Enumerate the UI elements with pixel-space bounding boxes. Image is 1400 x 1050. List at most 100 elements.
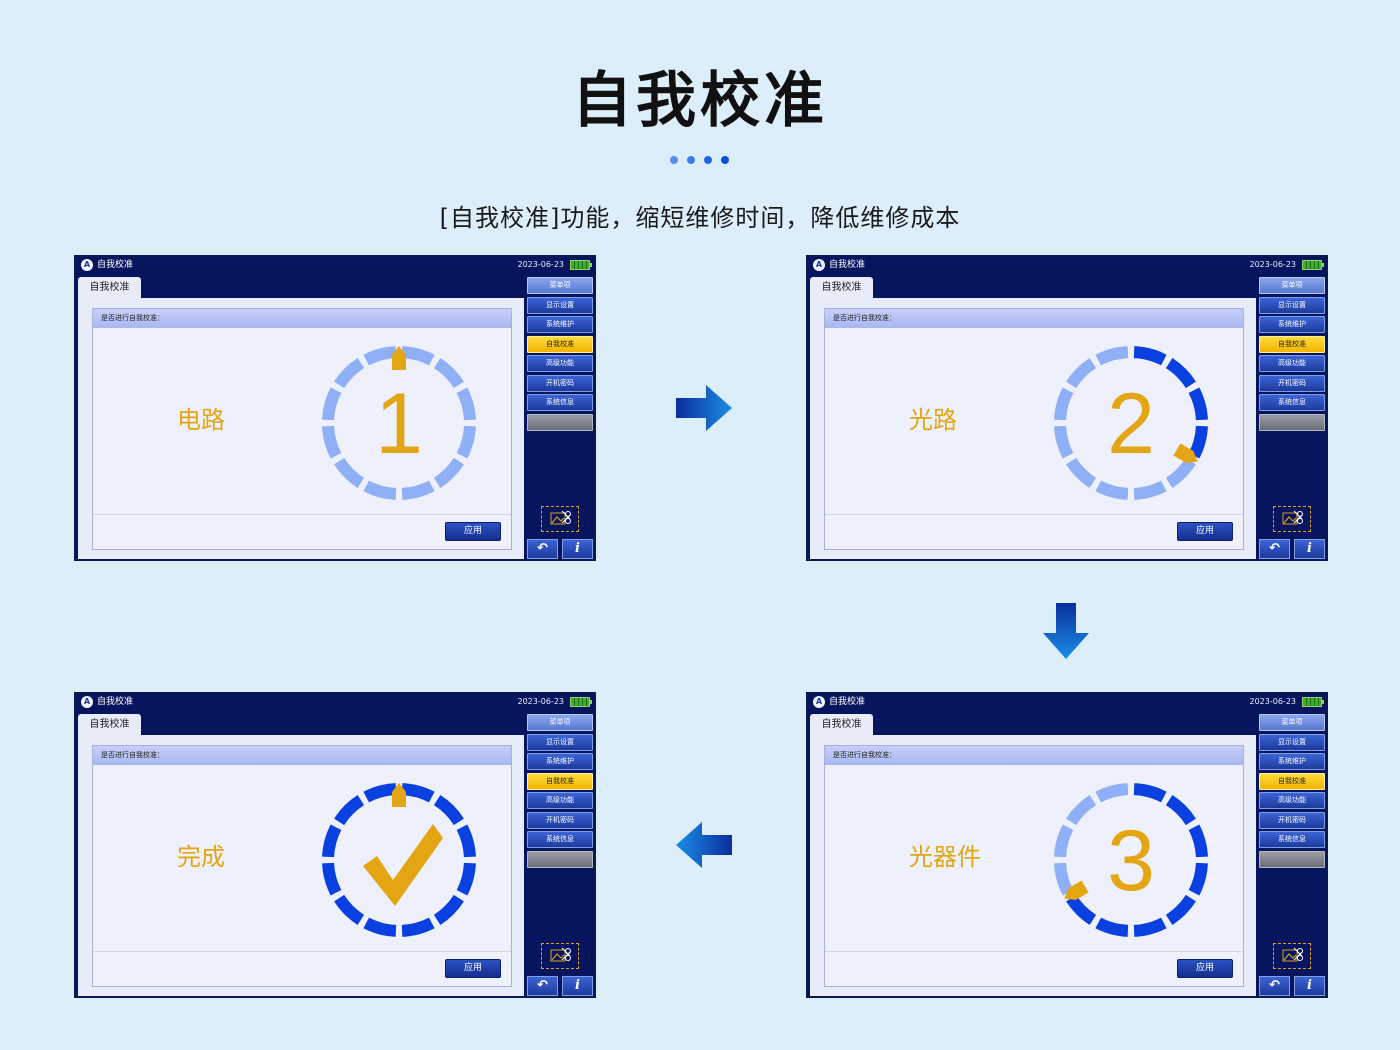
calibration-dialog: 是否进行自我校准： 完成 应用 — [92, 745, 512, 987]
ring-segment — [334, 358, 365, 389]
ring-segment — [1066, 358, 1097, 389]
calibration-screen-step-2: A 自我校准 2023-06-23 自我校准 是否进行自我校准： 光路 2 应用… — [806, 255, 1328, 561]
ring-segment — [433, 795, 464, 826]
title-bar: A 自我校准 2023-06-23 — [808, 694, 1326, 710]
arrow-left-icon — [676, 822, 732, 868]
image-edit-icon[interactable] — [541, 943, 579, 969]
undo-icon[interactable]: ↶ — [1259, 976, 1290, 996]
ring-segment — [1133, 917, 1167, 937]
menu-item[interactable]: 系统信息 — [527, 831, 593, 848]
menu-item[interactable]: 显示设置 — [527, 733, 593, 751]
menu-header[interactable]: 菜单项 — [527, 277, 593, 294]
menu-header[interactable]: 菜单项 — [1259, 277, 1325, 294]
menu-item[interactable]: 系统维护 — [527, 316, 593, 333]
info-icon[interactable]: i — [1294, 976, 1325, 996]
battery-icon — [1302, 697, 1324, 707]
window-title: 自我校准 — [829, 260, 866, 270]
apply-button[interactable]: 应用 — [445, 959, 501, 978]
ring-segment — [1188, 387, 1208, 421]
ring-segment — [433, 894, 464, 925]
app-logo-icon: A — [81, 696, 93, 708]
divider-dot — [670, 156, 678, 164]
menu-item[interactable]: 显示设置 — [1259, 296, 1325, 314]
page-title: 自我校准 — [572, 66, 828, 136]
battery-icon — [570, 260, 592, 270]
dialog-title: 是否进行自我校准： — [93, 746, 511, 765]
content-area: 是否进行自我校准： 完成 应用 — [78, 735, 524, 996]
progress-pointer-icon — [392, 346, 406, 370]
calibration-screen-step-3: A 自我校准 2023-06-23 自我校准 是否进行自我校准： 光器件 3 应… — [806, 692, 1328, 998]
info-icon[interactable]: i — [562, 976, 593, 996]
menu-item-empty — [527, 413, 593, 431]
ring-segment — [1095, 346, 1129, 366]
ring-segment — [1066, 894, 1097, 925]
menu-header[interactable]: 菜单项 — [527, 714, 593, 731]
ring-segment — [456, 425, 476, 459]
ring-segment — [456, 824, 476, 858]
tab-self-calibration[interactable]: 自我校准 — [78, 277, 141, 299]
menu-item[interactable]: 开机密码 — [1259, 811, 1325, 829]
menu-item[interactable]: 自我校准 — [1259, 772, 1325, 790]
ring-segment — [1188, 862, 1208, 896]
undo-icon[interactable]: ↶ — [527, 976, 558, 996]
menu-item[interactable]: 系统维护 — [1259, 753, 1325, 770]
menu-item[interactable]: 自我校准 — [1259, 335, 1325, 353]
ring-segment — [363, 783, 397, 803]
menu-item[interactable]: 高级功能 — [527, 355, 593, 372]
content-area: 是否进行自我校准： 光路 2 应用 — [810, 298, 1256, 559]
tab-self-calibration[interactable]: 自我校准 — [78, 714, 141, 736]
title-bar: A 自我校准 2023-06-23 — [808, 257, 1326, 273]
side-menu: 菜单项显示设置系统维护自我校准高级功能开机密码系统信息 ↶i — [527, 714, 593, 996]
side-menu: 菜单项显示设置系统维护自我校准高级功能开机密码系统信息 ↶i — [1259, 277, 1325, 559]
menu-item[interactable]: 高级功能 — [1259, 355, 1325, 372]
tab-self-calibration[interactable]: 自我校准 — [810, 277, 873, 299]
image-edit-icon[interactable] — [1273, 943, 1311, 969]
image-edit-icon[interactable] — [541, 506, 579, 532]
ring-segment — [1188, 824, 1208, 858]
menu-item-empty — [1259, 850, 1325, 868]
menu-header[interactable]: 菜单项 — [1259, 714, 1325, 731]
menu-item[interactable]: 自我校准 — [527, 335, 593, 353]
dialog-title: 是否进行自我校准： — [825, 309, 1243, 328]
calibration-dialog: 是否进行自我校准： 光路 2 应用 — [824, 308, 1244, 550]
menu-item[interactable]: 系统信息 — [527, 394, 593, 411]
date-readout: 2023-06-23 — [1249, 697, 1297, 706]
page-subtitle: [自我校准]功能，缩短维修时间，降低维修成本 — [439, 204, 961, 232]
arrow-down-icon — [1043, 603, 1089, 659]
apply-button[interactable]: 应用 — [1177, 522, 1233, 541]
apply-button[interactable]: 应用 — [445, 522, 501, 541]
ring-segment — [1066, 457, 1097, 488]
menu-item[interactable]: 显示设置 — [1259, 733, 1325, 751]
menu-item[interactable]: 自我校准 — [527, 772, 593, 790]
info-icon[interactable]: i — [1294, 539, 1325, 559]
battery-icon — [1302, 260, 1324, 270]
menu-item[interactable]: 高级功能 — [1259, 792, 1325, 809]
step-number: 3 — [1107, 813, 1155, 909]
ring-segment — [401, 346, 435, 366]
menu-item[interactable]: 显示设置 — [527, 296, 593, 314]
ring-segment — [1133, 783, 1167, 803]
menu-item[interactable]: 系统信息 — [1259, 394, 1325, 411]
dialog-divider — [93, 514, 511, 515]
progress-ring: 3 — [1054, 783, 1208, 937]
menu-item[interactable]: 系统信息 — [1259, 831, 1325, 848]
ring-segment — [363, 346, 397, 366]
menu-item[interactable]: 系统维护 — [1259, 316, 1325, 333]
progress-ring: 1 — [322, 346, 476, 500]
stage-label: 光路 — [909, 406, 957, 434]
menu-item[interactable]: 开机密码 — [527, 374, 593, 392]
apply-button[interactable]: 应用 — [1177, 959, 1233, 978]
info-icon[interactable]: i — [562, 539, 593, 559]
ring-segment — [1054, 387, 1074, 421]
menu-item[interactable]: 开机密码 — [527, 811, 593, 829]
undo-icon[interactable]: ↶ — [1259, 539, 1290, 559]
menu-item[interactable]: 系统维护 — [527, 753, 593, 770]
tab-self-calibration[interactable]: 自我校准 — [810, 714, 873, 736]
undo-icon[interactable]: ↶ — [527, 539, 558, 559]
progress-pointer-icon — [392, 783, 406, 807]
menu-item[interactable]: 开机密码 — [1259, 374, 1325, 392]
menu-item[interactable]: 高级功能 — [527, 792, 593, 809]
step-number: 1 — [375, 376, 423, 472]
image-edit-icon[interactable] — [1273, 506, 1311, 532]
ring-segment — [363, 480, 397, 500]
